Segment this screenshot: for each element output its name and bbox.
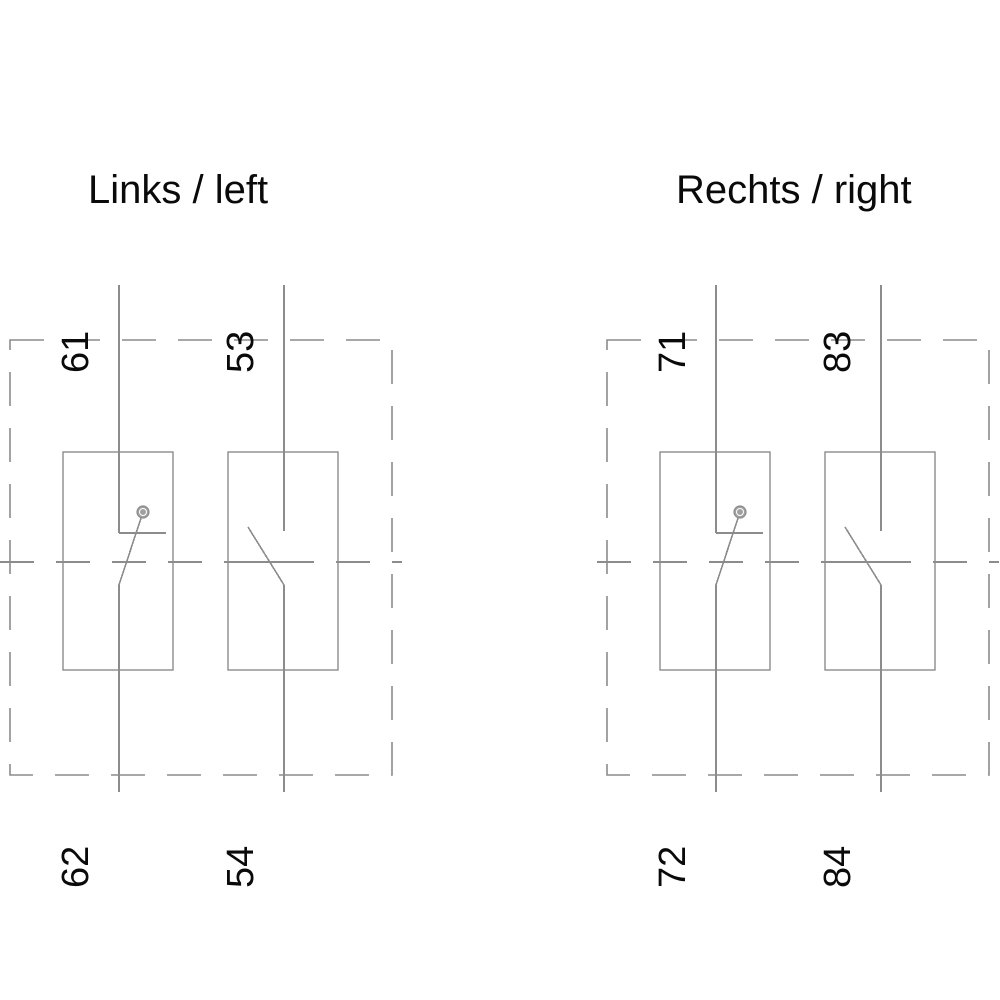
contact-box-left-no	[227, 451, 339, 671]
pivot-marker-right-nc	[733, 505, 747, 519]
pivot-marker-left-nc	[136, 505, 150, 519]
enclosure-boundary-left	[9, 339, 393, 776]
contact-box-right-no	[824, 451, 936, 671]
pivot-marker-inner-right-nc	[736, 508, 744, 516]
contact-blade-right-no	[844, 526, 882, 586]
contact-blade-right-nc	[715, 511, 741, 586]
terminal-label-71: 71	[652, 330, 694, 373]
enclosure-boundary-right	[606, 339, 990, 776]
contact-blade-left-no	[247, 526, 285, 586]
group-heading-left: Links / left	[88, 168, 269, 212]
terminal-label-83: 83	[817, 330, 859, 373]
terminal-label-84: 84	[817, 845, 859, 888]
group-heading-right: Rechts / right	[676, 168, 912, 212]
terminal-label-62: 62	[55, 845, 97, 888]
contact-box-right-nc	[659, 451, 771, 671]
terminal-label-54: 54	[220, 845, 262, 888]
terminal-label-72: 72	[652, 845, 694, 888]
pivot-marker-inner-left-nc	[139, 508, 147, 516]
contact-blade-left-nc	[118, 511, 144, 586]
terminal-label-53: 53	[220, 330, 262, 373]
contact-box-left-nc	[62, 451, 174, 671]
terminal-label-61: 61	[55, 330, 97, 373]
